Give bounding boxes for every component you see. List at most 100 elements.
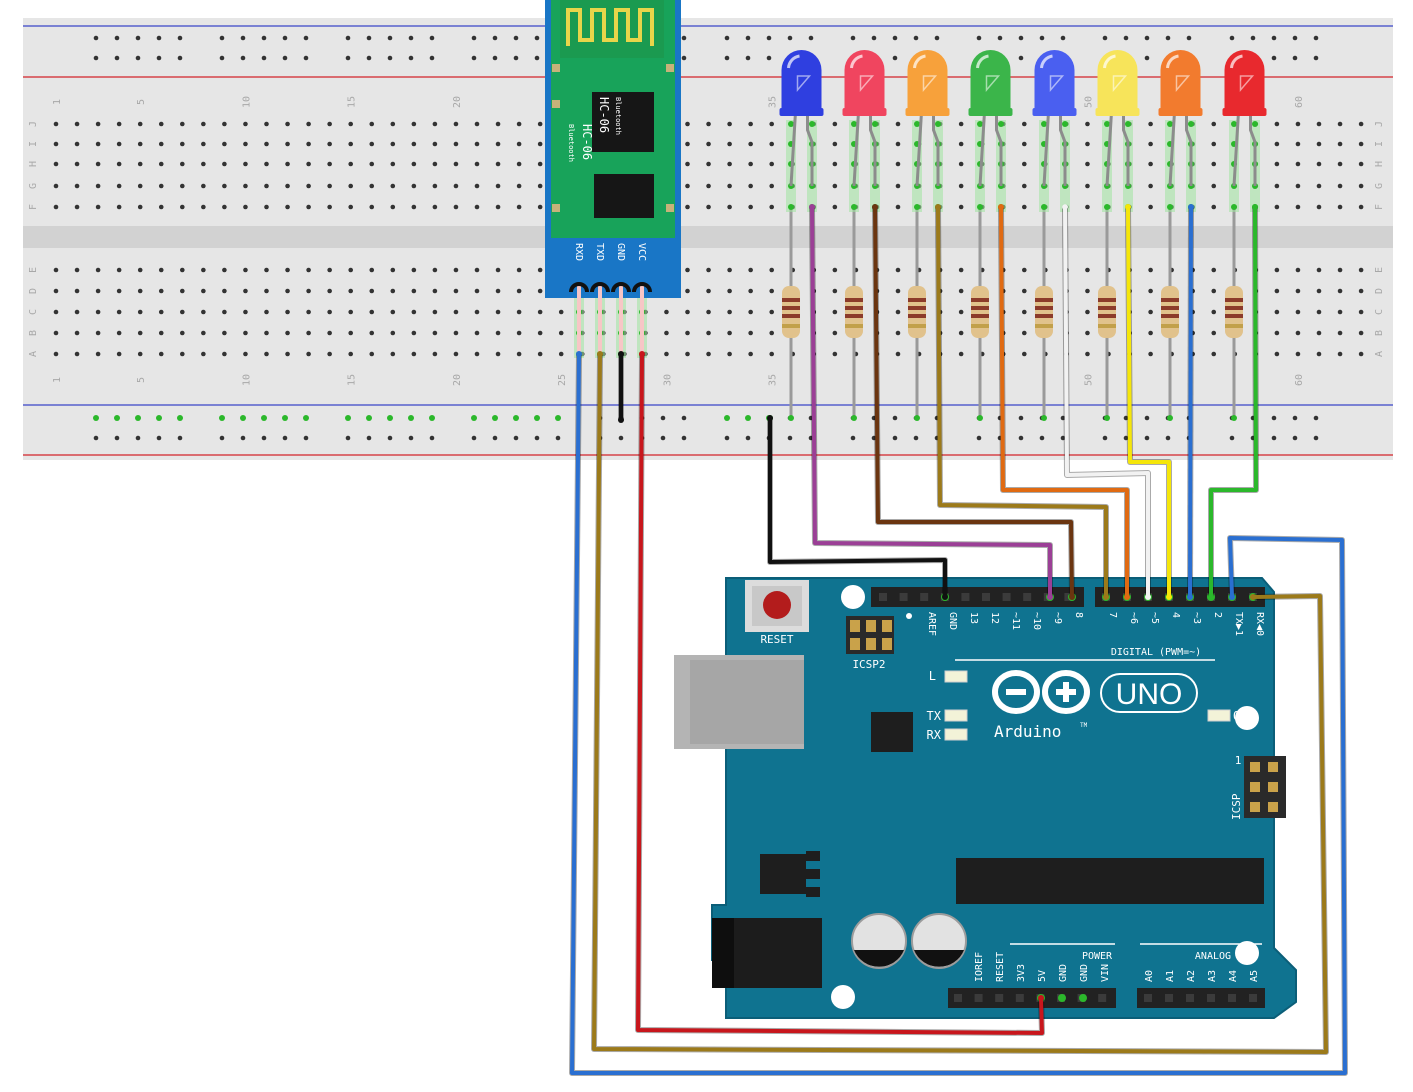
breadboard-hole (411, 330, 417, 336)
breadboard-hole (685, 183, 690, 189)
row-letter: J (1374, 121, 1385, 127)
breadboard-hole (306, 288, 311, 294)
breadboard-hole (727, 121, 732, 127)
column-number-bottom: 10 (241, 374, 252, 386)
breadboard-hole (1148, 141, 1153, 147)
rail-hole (1039, 435, 1045, 441)
column-number-bottom: 20 (452, 374, 463, 386)
breadboard-hole (53, 141, 59, 147)
breadboard-hole (53, 161, 59, 167)
wire-led1-to-pin9-end (1047, 594, 1053, 600)
column-number-top: 50 (1083, 96, 1094, 108)
hc06-chip-top (592, 92, 654, 152)
breadboard-hole (958, 267, 964, 273)
wire-led4-to-pin6 (999, 206, 1129, 597)
breadboard-hole (201, 183, 206, 189)
resistor-band (782, 298, 800, 302)
rail-hole (787, 435, 793, 441)
rail-hole (534, 55, 540, 61)
led-leg (1249, 112, 1257, 186)
rail-hole (408, 55, 414, 61)
rail-hole (1102, 435, 1108, 441)
resistor-band (782, 306, 800, 310)
breadboard-hole (474, 141, 480, 147)
rail-hole (892, 35, 898, 41)
breadboard-hole (1211, 351, 1217, 357)
wire-rxd-to-tx-end (576, 351, 582, 357)
breadboard-hole (1148, 288, 1153, 294)
column-number-top: 5 (136, 99, 147, 105)
breadboard-hole (264, 351, 269, 357)
breadboard-hole (832, 351, 838, 357)
breadboard-hole (769, 288, 774, 294)
breadboard-hole (1358, 351, 1364, 357)
breadboard-hole (1316, 121, 1322, 127)
rail-connected-hole (93, 415, 99, 421)
breadboard-hole (285, 204, 290, 210)
breadboard-hole (1295, 161, 1301, 167)
rail-hole (1165, 435, 1171, 441)
rail-hole (219, 435, 225, 441)
hc06-pin-header (569, 282, 589, 293)
capacitor (911, 913, 967, 969)
power-header-body (948, 988, 1116, 1008)
breadboard-hole (432, 141, 438, 147)
digital-pin-label: ~5 (1149, 612, 1160, 624)
breadboard-hole (1295, 204, 1301, 210)
breadboard-hole (495, 309, 501, 315)
wire-led2-to-pin8-end (872, 204, 878, 210)
breadboard-hole (53, 351, 59, 357)
breadboard-hole (180, 267, 185, 273)
digital-header-label: DIGITAL (PWM=~) (1111, 647, 1201, 658)
rail-hole (850, 35, 856, 41)
breadboard-hole (1295, 309, 1301, 315)
icsp-pin (1268, 802, 1278, 812)
breadboard-hole (432, 267, 438, 273)
breadboard-hole (53, 288, 59, 294)
resistor-band (1161, 314, 1179, 318)
breadboard-hole (432, 204, 438, 210)
breadboard-hole (453, 204, 459, 210)
rail-hole (1292, 35, 1298, 41)
rail-hole (1271, 435, 1277, 441)
breadboard-hole (306, 351, 311, 357)
breadboard-hole (222, 309, 227, 315)
breadboard-hole (1337, 183, 1343, 189)
breadboard-hole (1295, 330, 1301, 336)
led-leg (1232, 111, 1240, 187)
breadboard-hole (137, 351, 143, 357)
rail-hole (114, 35, 120, 41)
power-pin-label: 3V3 (1016, 964, 1027, 982)
breadboard-hole (769, 141, 774, 147)
breadboard-hole (958, 309, 964, 315)
led-tx (944, 709, 968, 722)
reset-button[interactable] (763, 591, 791, 619)
header-socket (1144, 994, 1152, 1002)
dc-power-jack-face (712, 918, 734, 988)
rail-hole (681, 35, 687, 41)
breadboard-hole (537, 204, 543, 210)
digital-header-left-body (871, 587, 1084, 607)
usb-interface-chip (871, 712, 913, 752)
rail-hole (1123, 415, 1129, 421)
led-highlight (1040, 54, 1053, 69)
breadboard-hole (411, 161, 417, 167)
rail-connected-hole (387, 415, 393, 421)
breadboard-hole (53, 267, 59, 273)
icsp-header (1244, 756, 1286, 818)
breadboard-hole (748, 204, 753, 210)
uno-badge (1100, 673, 1198, 713)
column-number-top: 35 (768, 96, 779, 108)
led-leg (978, 111, 986, 187)
connected-hole (1167, 204, 1173, 210)
header-socket (1186, 994, 1194, 1002)
rail-hole (1018, 55, 1024, 61)
rail-hole (892, 55, 898, 61)
breadboard-hole (706, 351, 711, 357)
row-letter: G (28, 183, 39, 189)
resistors (782, 207, 1243, 418)
rail-hole (1229, 435, 1235, 441)
led-rim (905, 108, 950, 116)
led-die (985, 75, 1001, 93)
wire-txd-to-rx-end (1250, 594, 1256, 600)
